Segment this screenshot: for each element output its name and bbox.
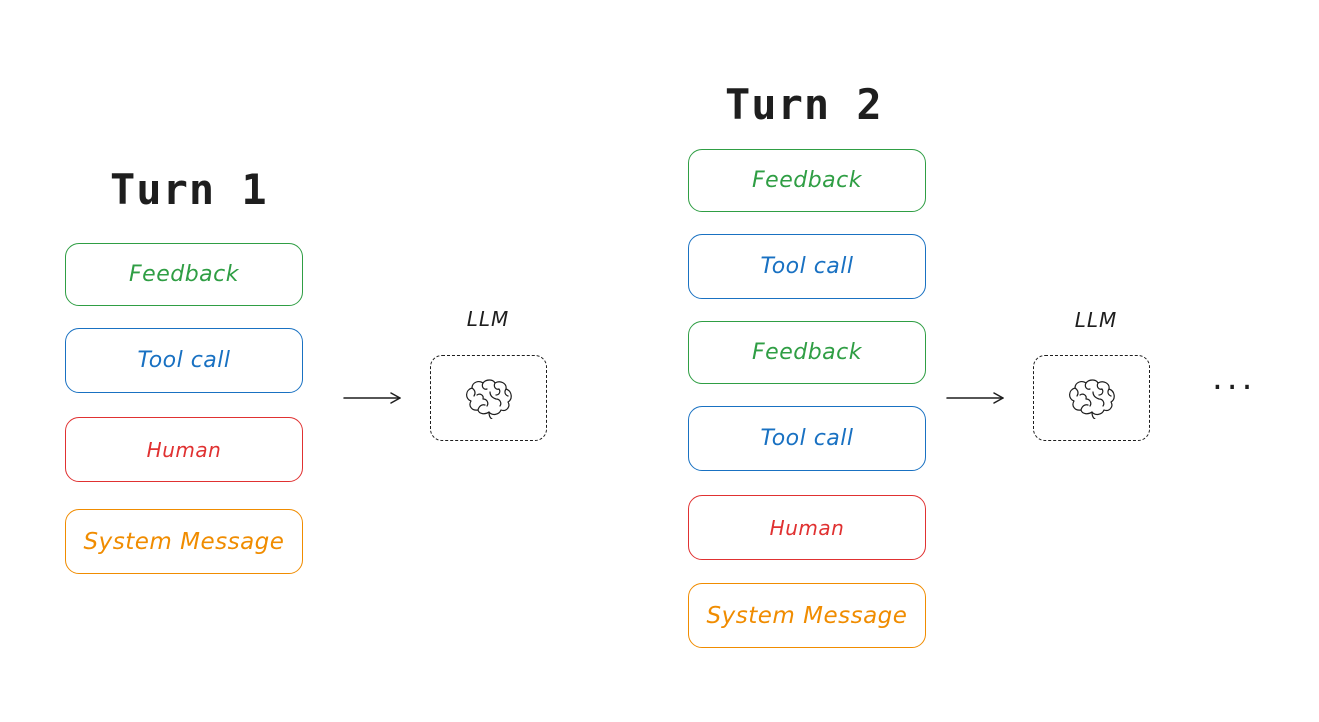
turn-2-tool-call-message-2: Tool call [688, 406, 926, 471]
turn-2-feedback-message-1: Feedback [688, 149, 926, 212]
turn-1-feedback-message: Feedback [65, 243, 303, 306]
arrow-right-icon [343, 392, 401, 404]
turn-1-llm-label: LLM [466, 307, 510, 331]
brain-icon [465, 379, 512, 419]
turn-2-feedback-message-2: Feedback [688, 321, 926, 384]
turn-1-tool-call-message: Tool call [65, 328, 303, 393]
turn-1-system-message: System Message [65, 509, 303, 574]
turn-1-title: Turn 1 [110, 165, 268, 214]
arrow-right-icon [946, 392, 1004, 404]
turn-2-llm-box [1033, 355, 1150, 441]
turn-2-title: Turn 2 [725, 80, 883, 129]
continuation-ellipsis: ... [1212, 358, 1257, 398]
turn-1-human-message: Human [65, 417, 303, 482]
turn-1-llm-box [430, 355, 547, 441]
turn-2-tool-call-message-1: Tool call [688, 234, 926, 299]
turn-2-human-message: Human [688, 495, 926, 560]
turn-2-llm-label: LLM [1074, 308, 1118, 332]
turn-2-system-message: System Message [688, 583, 926, 648]
brain-icon [1068, 379, 1115, 419]
